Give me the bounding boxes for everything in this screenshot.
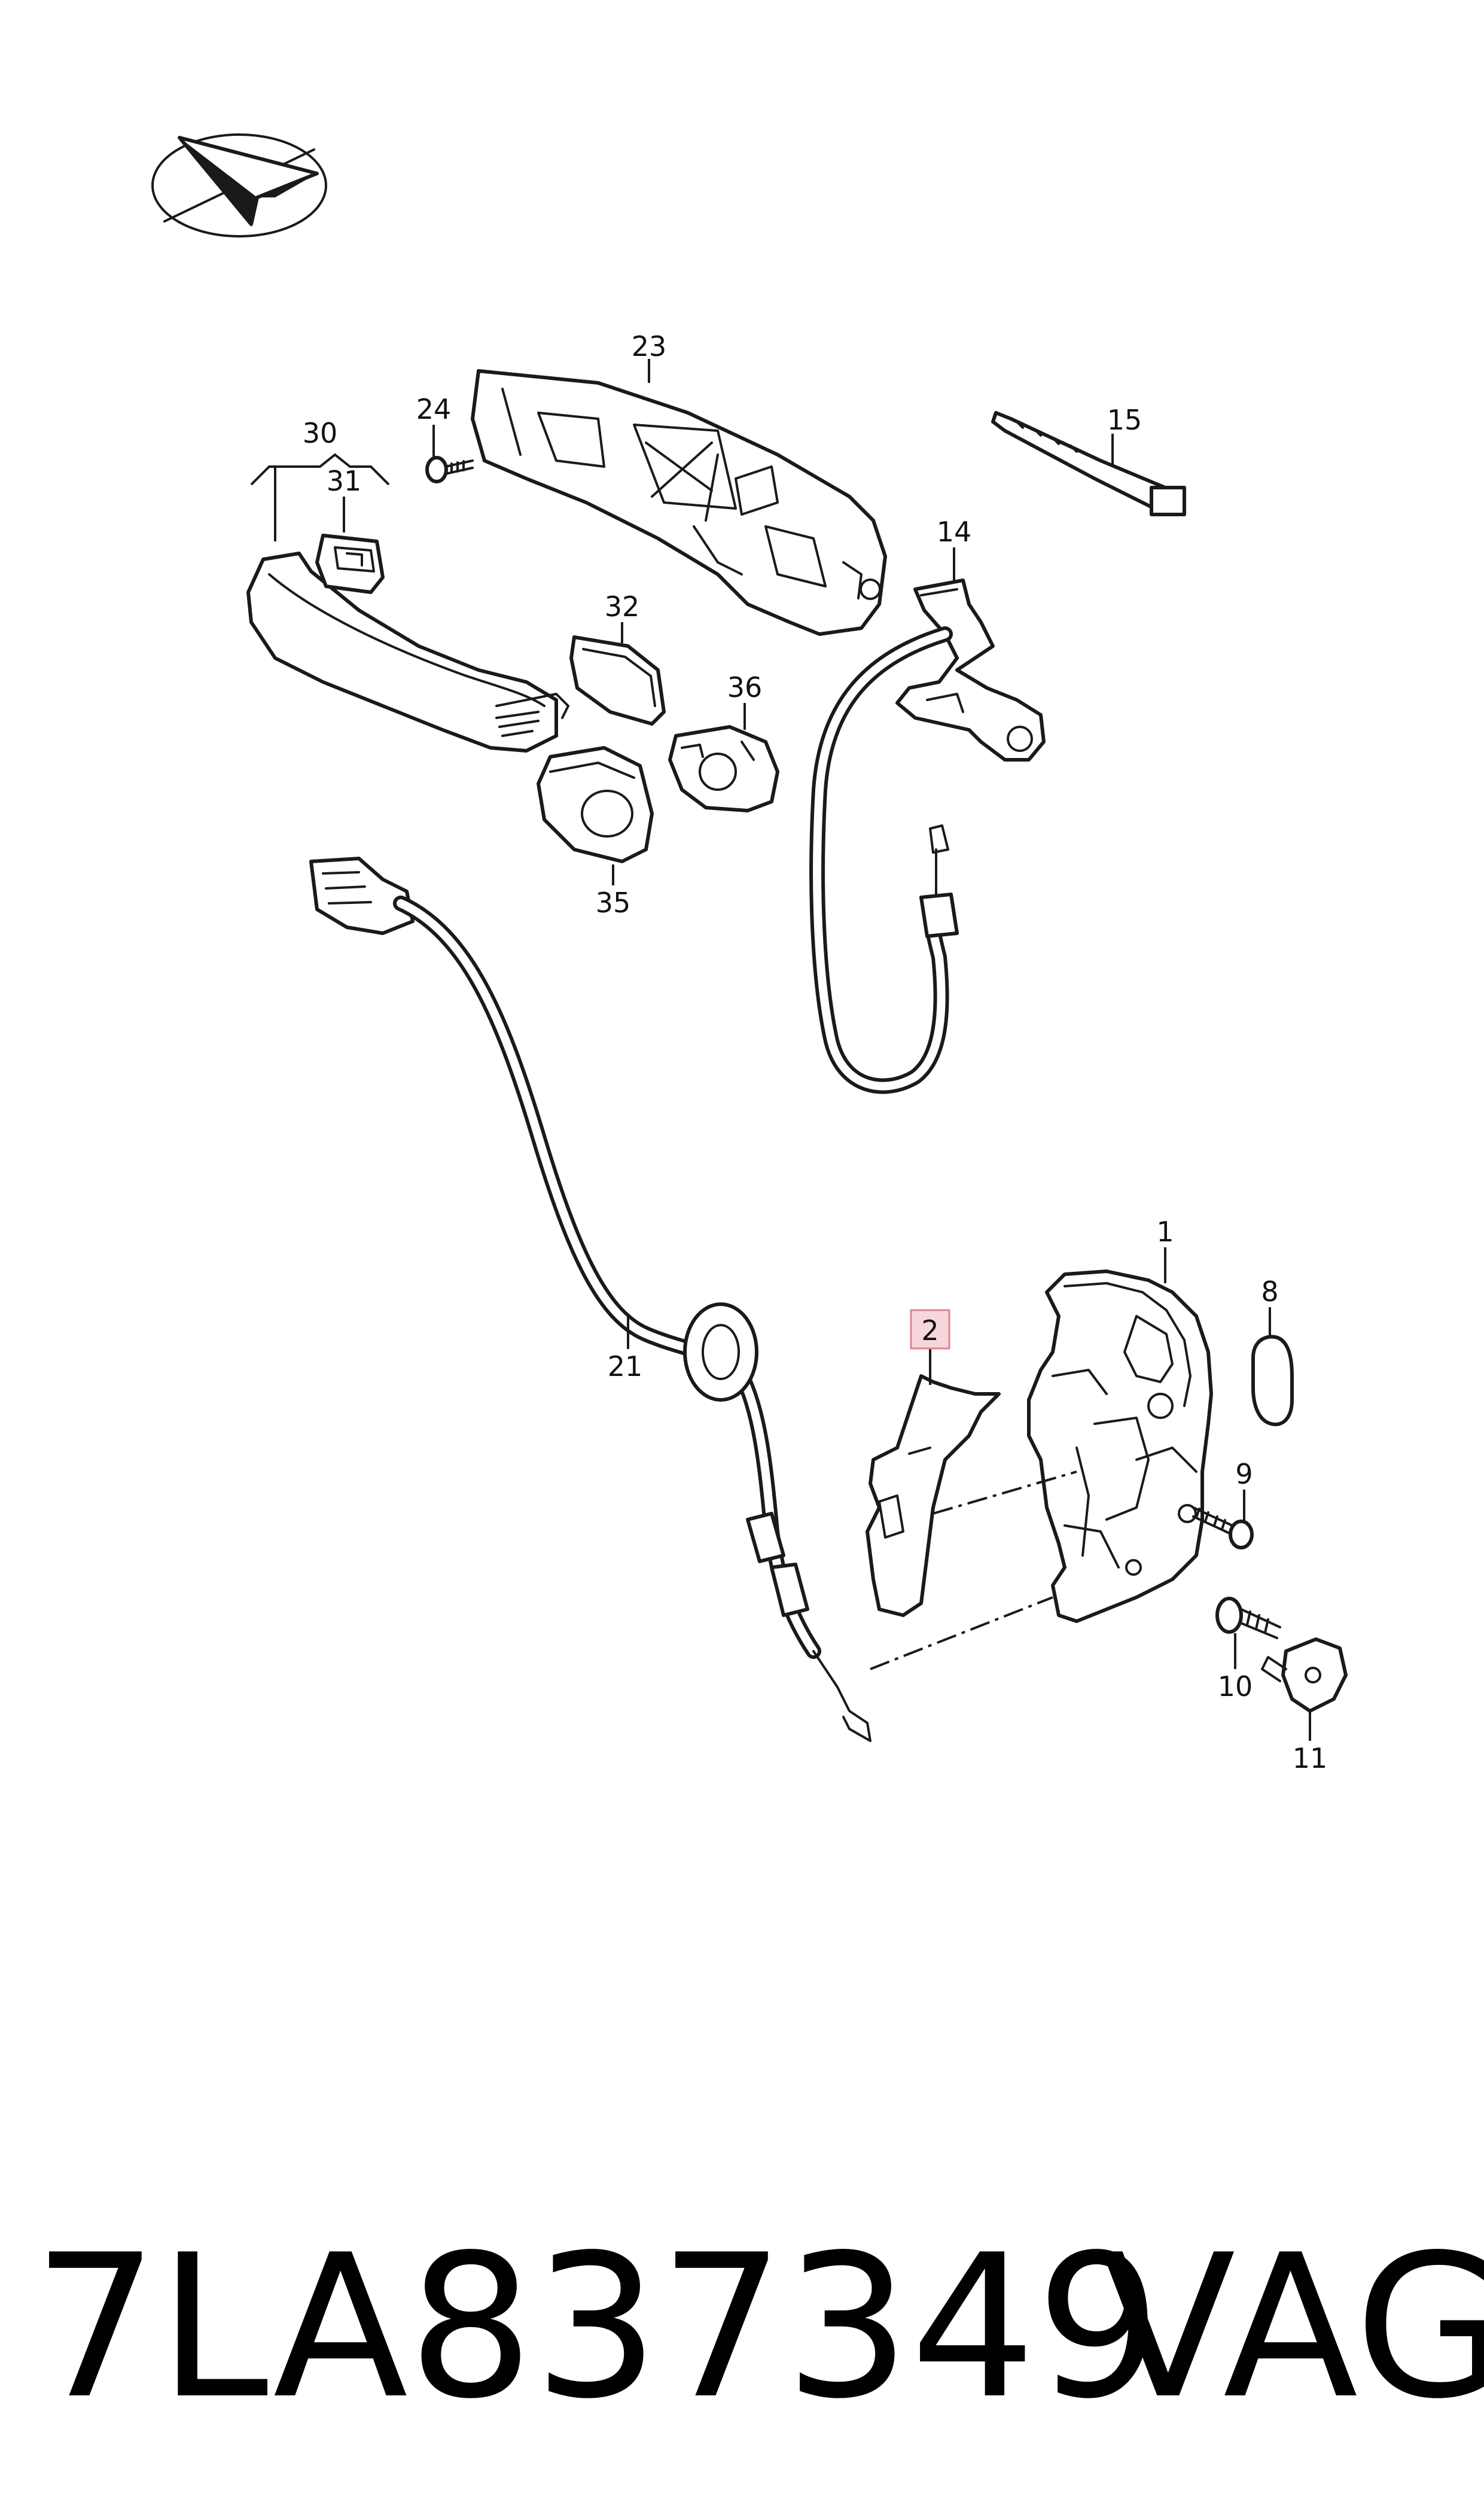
label-10: 10 (1218, 1670, 1253, 1703)
upper-cable (809, 626, 959, 1094)
label-35: 35 (596, 887, 631, 919)
label-11: 11 (1293, 1742, 1328, 1774)
label-1: 1 (1156, 1216, 1174, 1248)
label-23: 23 (632, 330, 667, 363)
handle-bracket (471, 369, 887, 636)
screw-10 (1215, 1597, 1281, 1639)
highlight-box (910, 1309, 950, 1350)
label-32: 32 (605, 590, 640, 623)
part-number: 7LA837349 (33, 2212, 1162, 2442)
label-9: 9 (1235, 1458, 1253, 1490)
cover-plate-2 (866, 1374, 1001, 1617)
part-labels: 23 24 30 31 32 36 35 15 14 21 1 2 8 9 10… (303, 330, 1328, 1774)
label-15: 15 (1107, 404, 1142, 436)
screw-24 (425, 456, 474, 483)
door-lock-1 (1027, 1269, 1213, 1623)
brand-name: VAG (1101, 2212, 1484, 2442)
label-14: 14 (937, 516, 972, 548)
lock-housing-36 (668, 725, 779, 812)
parts-diagram: 23 24 30 31 32 36 35 15 14 21 1 2 8 9 10… (151, 133, 1348, 1774)
bracket-14 (895, 578, 1046, 762)
bolt-9 (1192, 1506, 1254, 1549)
label-8: 8 (1261, 1275, 1278, 1308)
label-31: 31 (327, 465, 362, 497)
label-21: 21 (608, 1350, 643, 1383)
label-2: 2 (921, 1314, 938, 1347)
label-30: 30 (303, 417, 338, 449)
outer-handle (246, 552, 569, 753)
label-24: 24 (416, 393, 452, 425)
label-36: 36 (727, 671, 763, 704)
cap-31 (315, 534, 385, 594)
lower-cable-21 (309, 857, 871, 1742)
assembly-lines (870, 1470, 1077, 1670)
cover-32 (569, 635, 666, 726)
leader-lines (250, 359, 1311, 1741)
cable-tie-15 (991, 411, 1186, 516)
cap-35 (537, 746, 654, 863)
direction-arrow-icon (151, 133, 327, 238)
striker-11 (1261, 1637, 1348, 1713)
pad-8 (1251, 1335, 1294, 1426)
